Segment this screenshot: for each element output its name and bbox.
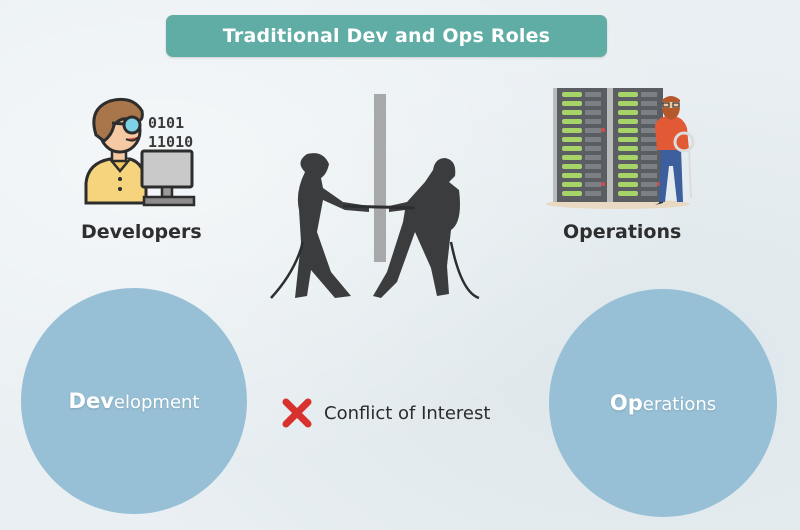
conflict-label: Conflict of Interest bbox=[324, 402, 491, 424]
development-circle-label: Development bbox=[68, 389, 200, 413]
title-banner: Traditional Dev and Ops Roles bbox=[166, 15, 607, 57]
operations-circle: Operations bbox=[549, 289, 777, 517]
page-title: Traditional Dev and Ops Roles bbox=[222, 25, 551, 47]
red-x-icon bbox=[280, 396, 314, 430]
development-circle: Development bbox=[21, 288, 247, 514]
svg-text:0101: 0101 bbox=[148, 114, 184, 132]
wall-divider bbox=[374, 94, 386, 262]
server-rack-technician-icon bbox=[543, 86, 703, 211]
tug-of-war-icon bbox=[265, 92, 485, 304]
operations-circle-label: Operations bbox=[609, 391, 717, 415]
svg-text:11010: 11010 bbox=[148, 133, 193, 151]
conflict-of-interest: Conflict of Interest bbox=[280, 396, 490, 430]
developer-icon: 0101 11010 bbox=[82, 95, 198, 210]
developers-label: Developers bbox=[81, 221, 202, 243]
operations-label: Operations bbox=[563, 221, 682, 243]
